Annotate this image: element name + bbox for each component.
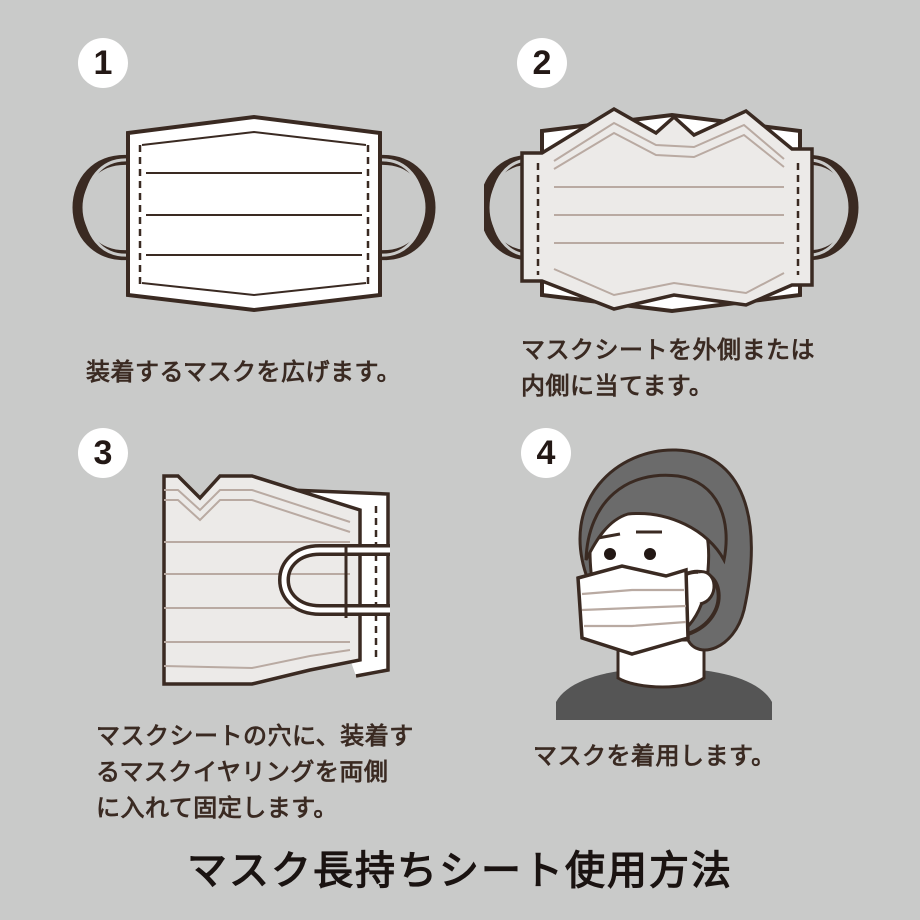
step-4-number: 4 (521, 428, 571, 478)
step-2-mask-with-sheet-illustration (484, 106, 859, 314)
step-3-caption-line: マスクシートの穴に、装着す (96, 722, 414, 750)
step-1-caption-line: 装着するマスクを広げます。 (86, 358, 402, 386)
page-title: マスク長持ちシート使用方法 (187, 848, 733, 894)
step-3-number: 3 (78, 428, 128, 478)
step-2-number: 2 (517, 38, 567, 88)
step-3-sheet-earloop-illustration (162, 474, 390, 686)
step-3-caption-line: に入れて固定します。 (96, 794, 338, 822)
step-2-caption: マスクシートを外側または 内側に当てます。 (521, 332, 815, 404)
step-1-mask-illustration (72, 114, 436, 313)
step-1-caption: 装着するマスクを広げます。 (86, 354, 401, 390)
step-2-caption-line: マスクシートを外側または (521, 336, 815, 364)
step-3-caption: マスクシートの穴に、装着す るマスクイヤリングを両側 に入れて固定します。 (96, 718, 414, 826)
step-3-caption-line: るマスクイヤリングを両側 (96, 758, 389, 786)
step-4-caption: マスクを着用します。 (533, 738, 776, 774)
step-4-woman-wearing-mask-illustration (556, 448, 772, 720)
step-1-number: 1 (78, 38, 128, 88)
step-2-caption-line: 内側に当てます。 (521, 372, 714, 400)
step-4-caption-line: マスクを着用します。 (533, 742, 776, 770)
